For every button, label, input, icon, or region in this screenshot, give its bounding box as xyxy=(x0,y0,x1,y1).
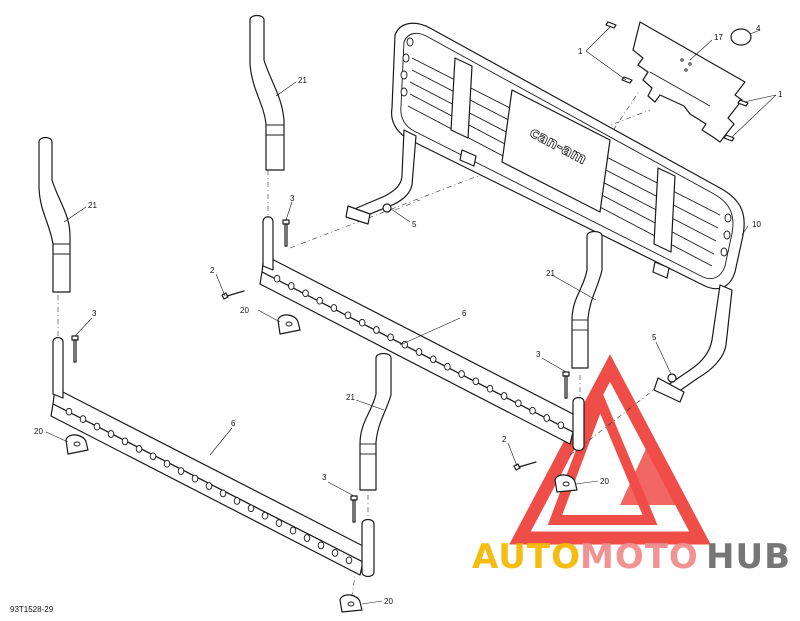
bar-hole xyxy=(429,355,437,364)
callout-1: 1 xyxy=(578,47,583,56)
watermark-text: AUTO MOTO HUB xyxy=(472,537,791,577)
bar-hole xyxy=(444,362,451,371)
bar-hole xyxy=(331,549,339,557)
callout-3: 3 xyxy=(536,350,541,359)
bar-6-back xyxy=(259,216,585,452)
bar-hole xyxy=(93,422,101,431)
bar-6-front xyxy=(50,336,375,578)
callout-20: 20 xyxy=(240,306,249,315)
post-21-back-right xyxy=(571,230,603,369)
bar-hole xyxy=(415,348,423,356)
bar-hole xyxy=(472,377,480,386)
nut-5-right xyxy=(667,373,677,383)
watermark-word-hub: HUB xyxy=(706,537,791,577)
callout-3: 3 xyxy=(92,309,97,318)
bar-hole xyxy=(557,421,565,430)
callout-3: 3 xyxy=(290,194,295,203)
bar-hole xyxy=(458,370,465,378)
clips-20 xyxy=(65,314,578,613)
watermark-word-moto: MOTO xyxy=(580,537,699,577)
bar-hole xyxy=(79,415,87,423)
callout-20: 20 xyxy=(384,597,393,606)
callout-10: 10 xyxy=(752,220,761,229)
post-21-front-right xyxy=(359,352,392,491)
callout-4: 4 xyxy=(756,24,761,33)
bar-hole xyxy=(529,406,536,415)
watermark-word-auto: AUTO xyxy=(472,537,581,577)
bar-hole xyxy=(121,437,129,446)
bar-hole xyxy=(273,274,281,283)
bar-hole xyxy=(177,467,185,475)
bar-hole xyxy=(149,452,157,461)
bar-hole xyxy=(191,474,199,483)
bar-hole xyxy=(163,459,171,468)
callout-5: 5 xyxy=(652,333,657,342)
callout-21: 21 xyxy=(298,76,307,85)
bar-hole xyxy=(373,326,380,334)
plug-4 xyxy=(730,28,752,46)
post-21-front-left xyxy=(38,136,71,293)
screws-1 xyxy=(605,21,749,142)
bar-hole xyxy=(275,519,283,527)
bracket-17 xyxy=(632,21,746,143)
bar-hole xyxy=(401,340,409,349)
callout-21: 21 xyxy=(546,269,555,278)
bar-hole xyxy=(303,534,311,542)
callout-6: 6 xyxy=(231,419,236,428)
callout-5: 5 xyxy=(412,220,417,229)
callout-21: 21 xyxy=(346,393,355,402)
bar-hole xyxy=(219,489,227,498)
bar-hole xyxy=(345,556,353,565)
callout-3: 3 xyxy=(322,473,327,482)
bar-hole xyxy=(233,497,241,505)
rack-assembly-10: can-am xyxy=(345,22,745,403)
bar-hole xyxy=(135,445,143,453)
bar-hole xyxy=(317,541,325,550)
callout-21: 21 xyxy=(88,201,97,210)
bar-hole xyxy=(358,318,366,327)
bar-hole xyxy=(65,407,73,416)
bar-hole xyxy=(330,304,338,312)
nut-5-left xyxy=(382,203,392,213)
callout-2: 2 xyxy=(210,266,215,275)
callouts: 1 1 2 2 3 3 3 3 4 5 5 6 6 10 17 20 20 20… xyxy=(34,24,783,606)
bar-hole xyxy=(344,311,352,320)
bar-hole xyxy=(486,384,494,393)
bar-hole xyxy=(316,296,323,305)
drawing-code: 93T1528-29 xyxy=(10,605,54,614)
bar-hole xyxy=(543,414,550,422)
bar-hole xyxy=(288,282,295,290)
post-21-back-left xyxy=(249,14,285,171)
callout-2: 2 xyxy=(502,435,507,444)
bar-hole xyxy=(302,289,309,298)
callout-20: 20 xyxy=(34,427,43,436)
bar-hole xyxy=(289,526,297,535)
bar-hole xyxy=(107,430,115,438)
reference-lines xyxy=(45,25,777,605)
bar-hole xyxy=(261,511,269,520)
callout-1: 1 xyxy=(778,90,783,99)
watermark-logo xyxy=(509,354,711,545)
bar-hole xyxy=(387,333,394,342)
bar-hole xyxy=(205,482,213,490)
rack-logo-panel xyxy=(501,89,611,213)
callout-6: 6 xyxy=(462,309,467,318)
bar-hole xyxy=(515,399,522,408)
bar-hole xyxy=(500,392,508,400)
callout-17: 17 xyxy=(714,33,723,42)
bar-hole xyxy=(247,504,255,513)
callout-20: 20 xyxy=(600,477,609,486)
bolts-3 xyxy=(71,219,570,523)
